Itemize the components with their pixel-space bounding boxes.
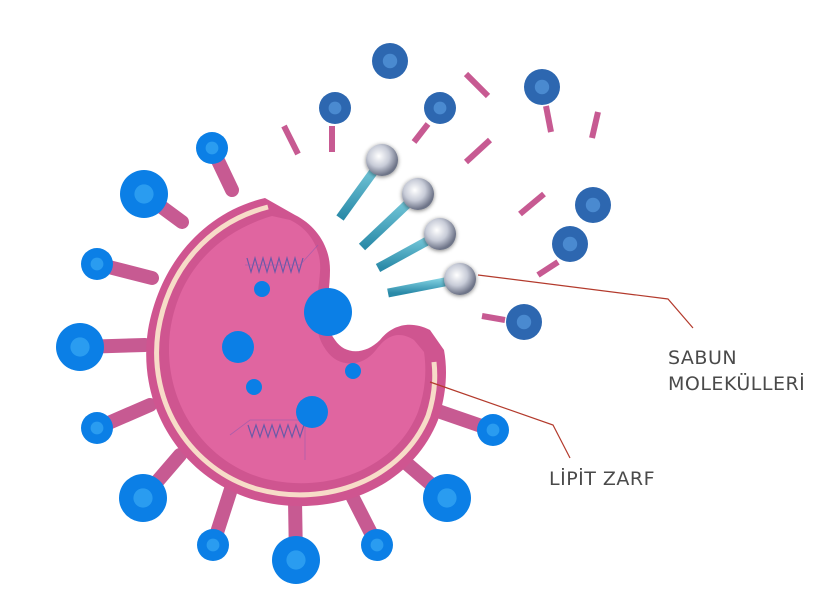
fragment-head-center [433,101,447,115]
rna-strand-top-line [245,244,319,266]
fragment-piece [463,137,493,165]
soap-molecules [336,144,476,298]
lipid-envelope [154,204,438,498]
spike-head-center [437,488,457,508]
fragment-head-center [534,79,550,95]
spike-head-center [205,141,219,155]
fragment-piece [589,111,601,139]
fragment-stalk [543,105,554,133]
rna-strand-top [246,255,304,275]
fragment-head-center [585,197,601,213]
rna-strand-bottom [247,423,305,439]
fragment-piece [463,71,491,99]
soap-leader-line [477,274,694,329]
spike-head-center [370,538,384,552]
lipid-label: LİPİT ZARF [549,467,655,490]
spike-head-center [134,184,154,204]
fragment-head-center [382,53,398,69]
fragment-head-center [328,101,342,115]
virus-body [146,198,447,507]
soap-label-line1: SABUN [668,347,737,369]
soap-head [444,263,476,295]
spike-head-center [286,550,306,570]
soap-label-line2: MOLEKÜLLERİ [668,372,805,395]
inner-particle [222,331,254,363]
spike-head-center [70,337,90,357]
inner-particle [254,281,270,297]
rna-strand-bottom-line [229,419,306,460]
fragment-stalk [411,122,431,144]
spike-head-center [133,488,153,508]
fragment-head-center [516,314,532,330]
fragment-stalk [536,259,560,278]
inner-particle [296,396,328,428]
spike-head-center [90,421,104,435]
fragment-head-center [562,236,578,252]
fragment-piece [518,191,546,217]
soap-head [366,144,398,176]
virus-core [168,216,426,484]
spike-head-center [486,423,500,437]
spike-proteins [56,132,509,584]
fragment-stalk [481,313,506,323]
spike-head-center [206,538,220,552]
detached-fragments [281,43,611,340]
soap-head [402,178,434,210]
inner-particle [345,363,361,379]
fragment-piece [281,124,301,156]
inner-particle [246,379,262,395]
spike-head-center [90,257,104,271]
soap-head [424,218,456,250]
lipid-leader-line [429,381,571,459]
inner-particle [304,288,352,336]
